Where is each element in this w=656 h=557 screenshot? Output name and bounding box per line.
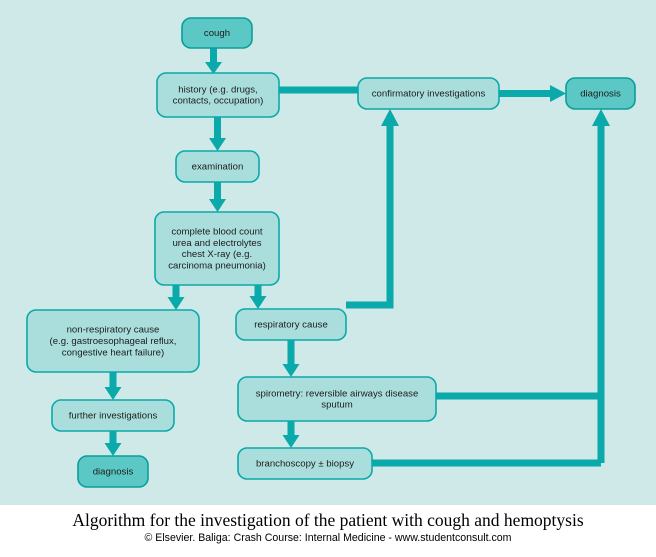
node-box [154,211,280,286]
connector-examination-to-bloods [209,182,226,212]
arrowhead-icon [592,109,610,126]
arrowhead-icon [104,387,122,400]
node-further[interactable]: further investigations [51,399,175,432]
node-label: respiratory cause [254,319,328,330]
node-box [357,77,500,110]
node-branchoscopy[interactable]: branchoscopy ± biopsy [237,447,373,480]
connector-non-respiratory-to-further [104,372,122,400]
node-label: diagnosis [580,88,621,99]
arrowhead-icon [282,364,300,377]
nodes-layer: cough history (e.g. drugs,contacts, occup… [26,17,636,488]
connector-line [346,124,394,309]
node-box [565,77,636,110]
node-box [237,376,437,422]
flowchart-canvas: cough history (e.g. drugs,contacts, occup… [26,17,636,488]
node-label: history (e.g. drugs,contacts, occupation… [173,84,264,106]
arrowhead-icon [167,297,185,310]
arrowhead-icon [205,62,222,74]
node-box [26,309,200,373]
node-box [237,447,373,480]
node-diagnosis-left[interactable]: diagnosis [77,455,149,488]
arrowhead-icon [104,443,122,456]
connector-bloods-to-non-respiratory [167,285,185,310]
connector-further-to-diagnosis [104,431,122,456]
flowchart-figure: cough history (e.g. drugs,contacts, occup… [0,0,656,505]
node-box [156,72,280,118]
node-label: examination [192,161,244,172]
node-respiratory[interactable]: respiratory cause [235,308,347,341]
node-diagnosis-top[interactable]: diagnosis [565,77,636,110]
connector-respiratory-to-confirmatory [346,109,399,309]
caption-area: Algorithm for the investigation of the p… [0,505,656,557]
node-examination[interactable]: examination [175,150,260,183]
node-label: non-respiratory cause(e.g. gastroesophag… [50,324,177,358]
node-box [181,17,253,49]
node-non-respiratory[interactable]: non-respiratory cause(e.g. gastroesophag… [26,309,200,373]
node-label: confirmatory investigations [372,88,486,99]
node-label: further investigations [69,410,158,421]
node-label: cough [204,28,230,39]
node-box [175,150,260,183]
arrowhead-icon [550,85,566,102]
caption-credit: © Elsevier. Baliga: Crash Course: Intern… [144,532,512,545]
arrowhead-icon [282,435,300,448]
connector-bloods-to-respiratory [249,285,267,309]
node-label: diagnosis [93,466,134,477]
connectors-layer [104,48,610,467]
node-history[interactable]: history (e.g. drugs,contacts, occupation… [156,72,280,118]
node-box [51,399,175,432]
node-cough[interactable]: cough [181,17,253,49]
node-confirmatory[interactable]: confirmatory investigations [357,77,500,110]
connector-confirmatory-to-diagnosis [499,85,566,102]
node-box [235,308,347,341]
arrowhead-icon [209,138,226,151]
arrowhead-icon [381,109,399,126]
connector-history-to-examination [209,117,226,151]
connector-respiratory-to-spirometry [282,340,300,377]
connector-trunk-to-diagnosis [592,109,610,463]
connector-spirometry-to-branchoscopy [282,421,300,448]
connector-cough-to-history [205,48,222,74]
arrowhead-icon [249,296,267,309]
caption-title: Algorithm for the investigation of the p… [72,510,584,530]
arrowhead-icon [209,199,226,212]
node-label: branchoscopy ± biopsy [256,458,354,469]
node-box [77,455,149,488]
